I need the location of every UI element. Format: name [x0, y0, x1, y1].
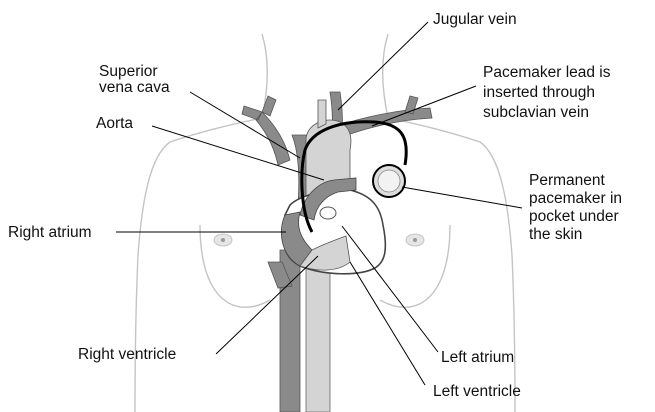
leader-superior-vena-cava — [190, 92, 300, 158]
label-jugular-vein: Jugular vein — [433, 11, 517, 28]
label-permanent-pacemaker-line4: the skin — [529, 226, 582, 243]
nipple-right — [406, 234, 424, 246]
label-pacemaker-lead-line2: inserted through — [483, 84, 595, 101]
label-left-atrium: Left atrium — [441, 349, 514, 366]
leader-left-ventricle — [350, 262, 425, 385]
label-permanent-pacemaker-line2: pacemaker in — [529, 190, 622, 207]
label-superior-vena-cava-line1: Superior — [99, 63, 158, 80]
leader-pacemaker-lead — [372, 86, 476, 126]
pacemaker-device — [373, 165, 405, 197]
label-permanent-pacemaker-line1: Permanent — [529, 172, 606, 189]
heart-valve — [320, 207, 336, 219]
subclavian-branches-left — [242, 96, 290, 165]
leader-left-atrium — [342, 226, 438, 352]
label-superior-vena-cava-line2: vena cava — [99, 79, 170, 96]
label-permanent-pacemaker-line3: pocket under — [529, 208, 619, 225]
label-aorta: Aorta — [96, 115, 133, 132]
label-pacemaker-lead-line3: subclavian vein — [483, 104, 589, 121]
label-right-atrium: Right atrium — [8, 224, 92, 241]
label-pacemaker-lead-line1: Pacemaker lead is — [483, 64, 611, 81]
aorta-branch — [318, 100, 326, 128]
label-left-ventricle: Left ventricle — [433, 383, 521, 400]
label-right-ventricle: Right ventricle — [78, 346, 176, 363]
nipple-left — [214, 234, 232, 246]
